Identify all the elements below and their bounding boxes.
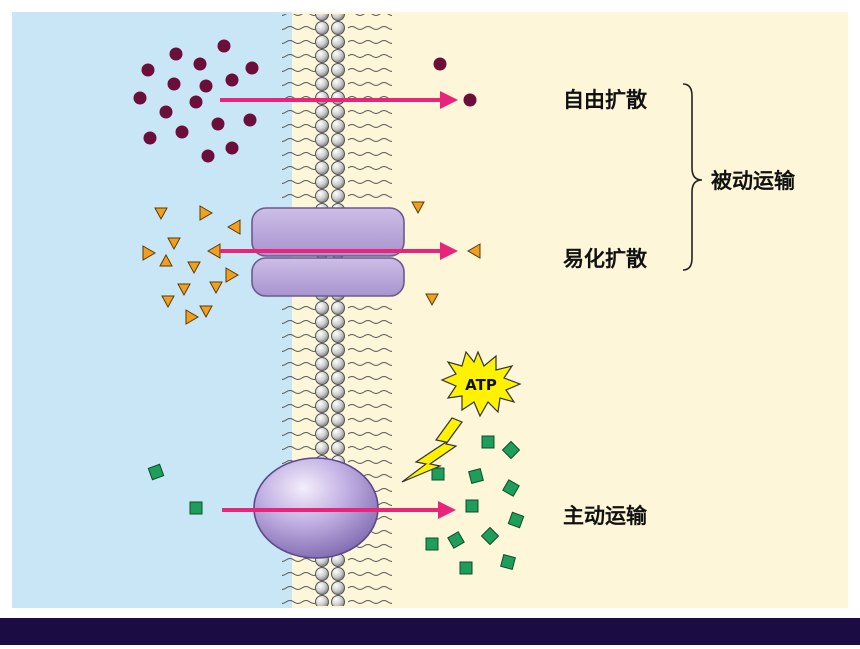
active-transport-label: 主动运输 bbox=[563, 504, 648, 528]
lightning-bolt-icon bbox=[401, 417, 463, 483]
active-transport-molecules bbox=[147, 435, 525, 575]
atp-label: ATP bbox=[465, 376, 497, 394]
atp-starburst-icon: ATP bbox=[440, 350, 522, 418]
simple-diffusion-label: 自由扩散 bbox=[563, 88, 647, 112]
simple-diffusion-molecules bbox=[133, 39, 477, 163]
transport-arrows bbox=[220, 91, 458, 519]
facilitated-diffusion-molecules bbox=[142, 201, 481, 325]
facilitated-diffusion-label: 易化扩散 bbox=[563, 247, 647, 271]
footer-bar bbox=[0, 618, 860, 645]
passive-transport-label: 被动运输 bbox=[711, 169, 796, 193]
channel-protein bbox=[251, 207, 405, 297]
passive-transport-brace bbox=[682, 83, 703, 271]
